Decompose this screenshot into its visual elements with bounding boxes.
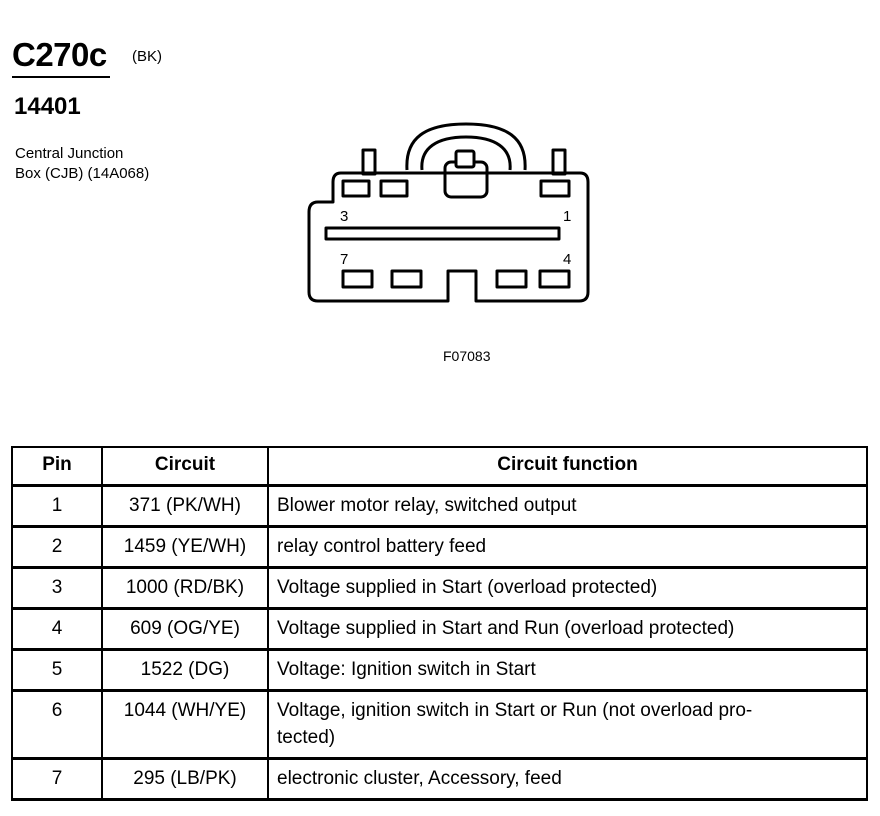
cell-circuit: 609 (OG/YE) <box>103 610 269 651</box>
cell-circuit: 1522 (DG) <box>103 651 269 692</box>
guide-post-right <box>551 148 567 176</box>
description-line: Central Junction <box>15 145 124 162</box>
cell-function: relay control battery feed <box>269 528 868 569</box>
function-line: tected) <box>277 727 336 748</box>
pin-label-7: 7 <box>340 251 348 268</box>
table-row: 2 1459 (YE/WH) relay control battery fee… <box>13 528 868 569</box>
latch-arch-inner <box>420 135 512 171</box>
connector-id-underline <box>12 76 110 78</box>
cell-function: Blower motor relay, switched output <box>269 487 868 528</box>
pinout-table: Pin Circuit Circuit function 1 371 (PK/W… <box>11 446 868 801</box>
housing-outline <box>307 171 590 303</box>
cell-circuit: 371 (PK/WH) <box>103 487 269 528</box>
header-function: Circuit function <box>269 448 868 487</box>
connector-id: C270c <box>12 36 107 73</box>
table-row: 5 1522 (DG) Voltage: Ignition switch in … <box>13 651 868 692</box>
cell-circuit: 295 (LB/PK) <box>103 760 269 801</box>
connector-description: Central Junction Box (CJB) (14A068) <box>15 144 149 184</box>
header-pin: Pin <box>13 448 103 487</box>
cell-circuit: 1044 (WH/YE) <box>103 692 269 760</box>
latch-arch-outer <box>405 122 527 171</box>
cell-pin: 4 <box>13 610 103 651</box>
cell-function: Voltage: Ignition switch in Start <box>269 651 868 692</box>
pin-cavity <box>495 269 528 289</box>
connector-face-diagram: 3 1 7 4 <box>307 122 590 303</box>
cell-pin: 7 <box>13 760 103 801</box>
pin-label-4: 4 <box>563 251 571 268</box>
cell-function: Voltage supplied in Start and Run (overl… <box>269 610 868 651</box>
table-row: 4 609 (OG/YE) Voltage supplied in Start … <box>13 610 868 651</box>
cell-pin: 1 <box>13 487 103 528</box>
cell-function: Voltage supplied in Start (overload prot… <box>269 569 868 610</box>
pin-cavity <box>539 179 571 198</box>
connector-color: (BK) <box>132 48 162 65</box>
table-row: 6 1044 (WH/YE) Voltage, ignition switch … <box>13 692 868 760</box>
pin-label-1: 1 <box>563 208 571 225</box>
function-line: Voltage, ignition switch in Start or Run… <box>277 700 753 721</box>
cell-function: Voltage, ignition switch in Start or Run… <box>269 692 868 760</box>
table-row: 7 295 (LB/PK) electronic cluster, Access… <box>13 760 868 801</box>
cell-pin: 3 <box>13 569 103 610</box>
cell-pin: 2 <box>13 528 103 569</box>
cell-pin: 5 <box>13 651 103 692</box>
cell-circuit: 1000 (RD/BK) <box>103 569 269 610</box>
figure-id: F07083 <box>443 348 491 364</box>
pin-label-3: 3 <box>340 208 348 225</box>
description-line: Box (CJB) (14A068) <box>15 165 150 182</box>
table-row: 3 1000 (RD/BK) Voltage supplied in Start… <box>13 569 868 610</box>
keying-bar <box>324 226 561 241</box>
table-row: 1 371 (PK/WH) Blower motor relay, switch… <box>13 487 868 528</box>
part-number: 14401 <box>14 93 81 120</box>
cell-function: electronic cluster, Accessory, feed <box>269 760 868 801</box>
cell-pin: 6 <box>13 692 103 760</box>
pin-cavity <box>390 269 423 289</box>
table-header-row: Pin Circuit Circuit function <box>13 448 868 487</box>
pin-cavity <box>379 179 409 198</box>
pin-cavity <box>538 269 571 289</box>
pin-cavity <box>341 269 374 289</box>
guide-post-left <box>361 148 377 176</box>
header-circuit: Circuit <box>103 448 269 487</box>
latch-tab-knob <box>454 149 476 169</box>
cell-circuit: 1459 (YE/WH) <box>103 528 269 569</box>
pin-cavity <box>341 179 371 198</box>
